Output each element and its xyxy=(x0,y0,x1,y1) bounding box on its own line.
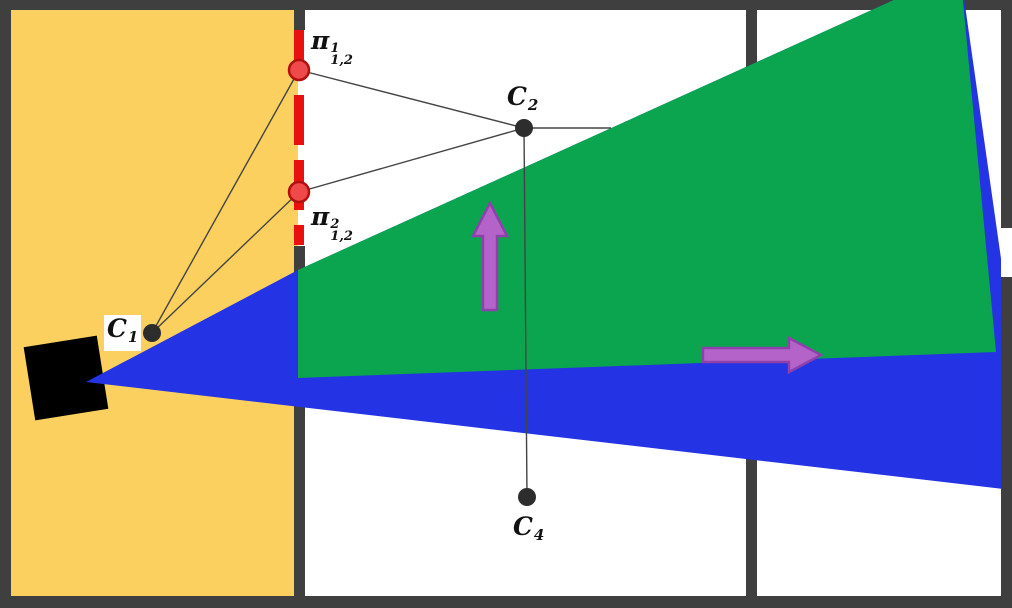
camera-1-label: C1 xyxy=(104,314,142,351)
wall-top xyxy=(0,0,1012,10)
wall-bottom xyxy=(0,596,1012,608)
pi-base: π xyxy=(311,26,330,55)
wall-left xyxy=(0,0,11,608)
c-base: C xyxy=(107,314,127,343)
wall-right-border xyxy=(1001,0,1012,608)
sightline-c1-pi1 xyxy=(151,69,300,334)
pi-subscript: 1,2 xyxy=(330,52,353,68)
sight-lines xyxy=(151,69,611,498)
arrow-up-icon xyxy=(470,200,510,312)
c-subscript: 4 xyxy=(533,526,545,544)
pi-base: π xyxy=(311,202,330,231)
feature-point-1 xyxy=(287,58,311,82)
c-base: C xyxy=(513,512,533,541)
camera-2-label: C2 xyxy=(507,83,538,119)
camera-2-dot xyxy=(515,119,533,137)
c-base: C xyxy=(507,82,527,111)
sightline-c2-pi1 xyxy=(298,69,525,129)
sightline-c2-c4 xyxy=(523,127,528,498)
c-subscript: 1 xyxy=(127,328,139,346)
pi-subscript: 1,2 xyxy=(330,228,353,244)
sightline-c2-pi2 xyxy=(298,127,525,193)
sightline-c1-pi2 xyxy=(151,191,300,334)
c-subscript: 2 xyxy=(527,96,539,114)
arrow-right-icon xyxy=(701,335,824,375)
feature-points xyxy=(287,58,311,204)
feature-point-2 xyxy=(287,180,311,204)
pi-superscript: 1 xyxy=(330,41,340,56)
camera-1-body xyxy=(23,335,109,421)
motion-arrows xyxy=(470,200,824,375)
camera-2-fov-green xyxy=(298,0,996,378)
wall-middle-upper-stub xyxy=(294,8,305,30)
right-wall-doorway-gap xyxy=(1001,228,1012,277)
camera-4-dot xyxy=(518,488,536,506)
camera-1-dot xyxy=(143,324,161,342)
camera-dots xyxy=(143,119,536,506)
wall-middle-lower xyxy=(294,246,305,598)
pi-superscript: 2 xyxy=(330,217,340,232)
camera-4-label: C4 xyxy=(513,513,544,549)
